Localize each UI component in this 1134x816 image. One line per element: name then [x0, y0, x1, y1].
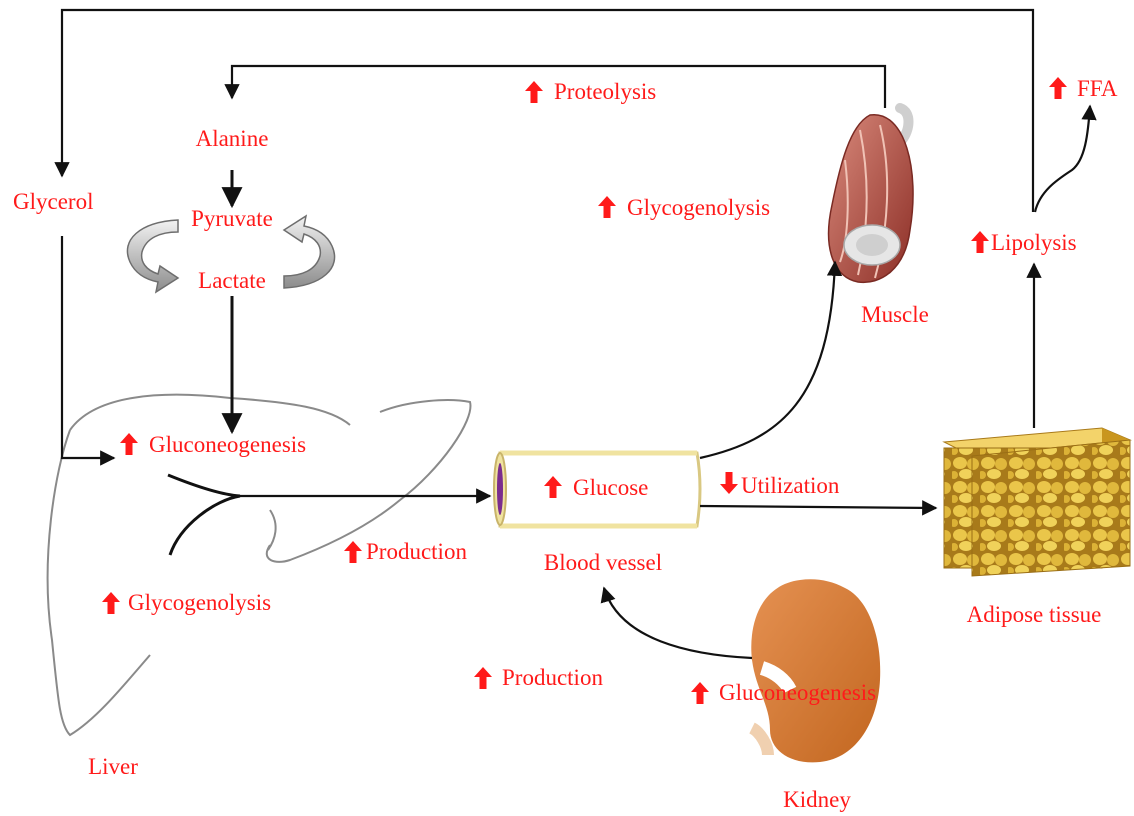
arrow-kidney-to-vessel: [604, 588, 752, 658]
arrow-vessel-to-adipose: [700, 506, 936, 508]
increase-arrow-icon: [598, 196, 616, 218]
pyruvate-label: Pyruvate: [191, 206, 273, 231]
increase-arrow-icon: [691, 682, 709, 704]
arrow-liver-fork-bottom: [170, 496, 240, 555]
increase-arrow-icon: [102, 592, 120, 614]
arrow-vessel-to-muscle: [700, 262, 835, 458]
muscle-label: Muscle: [861, 302, 929, 327]
glycogenolysis-muscle-label: Glycogenolysis: [627, 195, 770, 220]
decrease-arrow-icon: [720, 472, 738, 494]
increase-arrow-icon: [474, 667, 492, 689]
adipose-tissue-illustration: [944, 428, 1130, 576]
kidney-illustration: [751, 579, 880, 762]
lactate-label: Lactate: [198, 268, 266, 293]
glucose-label: Glucose: [573, 475, 648, 500]
alanine-label: Alanine: [196, 126, 269, 151]
gluconeogenesis-kidney-label: Gluconeogenesis: [719, 680, 876, 705]
increase-arrow-icon: [971, 231, 989, 253]
utilization-label: Utilization: [741, 473, 840, 498]
glycogenolysis-liver-label: Glycogenolysis: [128, 590, 271, 615]
glycerol-label: Glycerol: [13, 189, 93, 214]
arrow-glycerol-to-gluconeogenesis: [62, 236, 114, 458]
production-liver-label: Production: [366, 539, 467, 564]
arrow-liver-fork-top: [168, 475, 240, 496]
kidney-label: Kidney: [783, 787, 851, 812]
increase-arrow-icon: [120, 433, 138, 455]
increase-arrow-icon: [344, 541, 362, 563]
increase-arrow-icon: [1049, 77, 1067, 99]
production-kidney-label: Production: [502, 665, 603, 690]
arrow-lipolysis-to-ffa: [1035, 106, 1090, 212]
muscle-illustration: [829, 108, 913, 282]
proteolysis-label: Proteolysis: [554, 79, 656, 104]
blood-vessel-label: Blood vessel: [544, 550, 662, 575]
lipolysis-label: Lipolysis: [991, 230, 1077, 255]
liver-label: Liver: [88, 754, 138, 779]
gluconeogenesis-liver-label: Gluconeogenesis: [149, 432, 306, 457]
ffa-label: FFA: [1077, 76, 1118, 101]
adipose-tissue-label: Adipose tissue: [967, 602, 1102, 627]
increase-arrow-icon: [525, 81, 543, 103]
